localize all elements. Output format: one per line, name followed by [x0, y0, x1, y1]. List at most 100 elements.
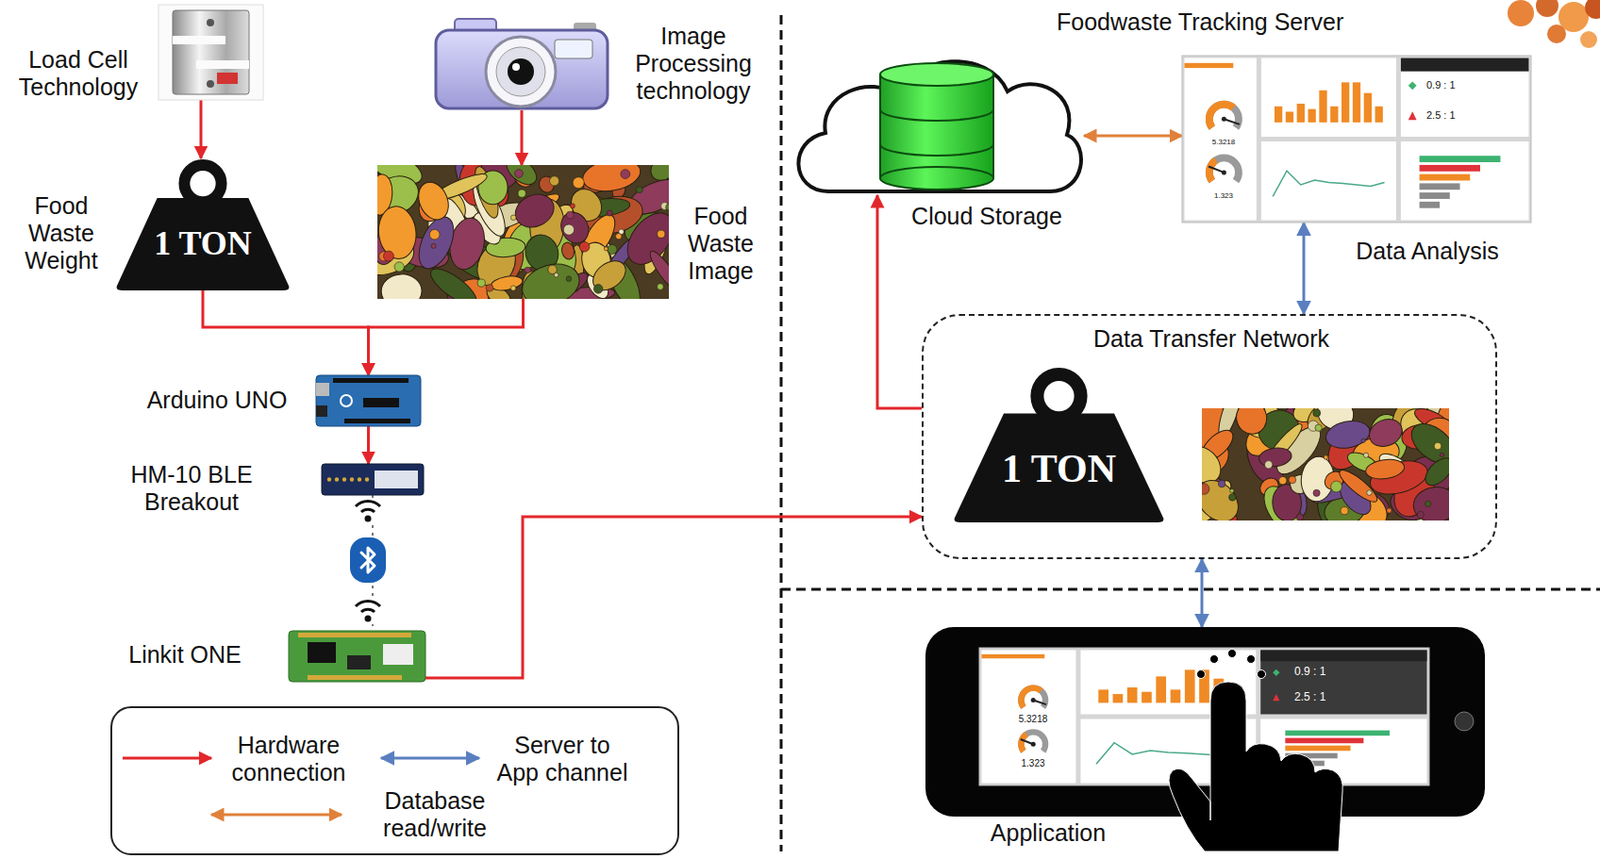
ratio-diamond	[1272, 669, 1280, 677]
gauge	[1017, 684, 1049, 710]
pin-header	[344, 418, 411, 424]
pin-pad	[334, 477, 339, 482]
food-seed	[1323, 455, 1328, 460]
legend-box: Hardware connectionServer to App channel…	[110, 706, 680, 856]
arduino-picture	[316, 375, 421, 427]
food-seed	[477, 279, 485, 287]
bar	[1307, 109, 1316, 123]
food-seed	[635, 186, 643, 194]
food-scrap	[646, 248, 669, 297]
food-seed	[593, 284, 603, 295]
load-cell-hole	[206, 18, 215, 27]
chip	[363, 398, 400, 408]
logo-dots	[1507, 0, 1600, 49]
connector-arrow	[202, 290, 369, 376]
panel-header	[1184, 63, 1234, 68]
hand	[1168, 682, 1343, 852]
food-seed	[550, 176, 560, 186]
food-seed	[1217, 480, 1226, 488]
connector	[383, 644, 414, 666]
bar	[1375, 106, 1384, 123]
food-scrap	[510, 188, 560, 234]
gauge-hub	[1031, 698, 1036, 703]
food-seed	[620, 169, 631, 180]
food-seed	[1361, 438, 1366, 443]
food-seed	[510, 215, 517, 221]
food-waste-photo	[377, 165, 669, 300]
bar	[1274, 106, 1283, 123]
bar	[1419, 155, 1501, 163]
legend-text: Hardware connection	[217, 732, 360, 787]
food-scrap	[1364, 457, 1406, 483]
tablet-body	[925, 627, 1485, 817]
load-cell-hole	[206, 80, 215, 88]
camera-picture	[433, 15, 610, 111]
connector-arrow	[368, 299, 524, 376]
camera-body	[435, 30, 608, 109]
ratio-diamond	[1408, 81, 1417, 90]
usb-port	[316, 383, 330, 397]
food-seed	[603, 247, 608, 251]
food-seed	[1279, 476, 1287, 484]
node-label: Linkit ONE	[104, 641, 266, 669]
food-seed	[524, 266, 531, 273]
weight-icon: Food Waste Weight1 TON	[115, 158, 291, 291]
food-seed	[1201, 483, 1210, 496]
node-label: Arduino UNO	[127, 386, 307, 415]
database-band	[880, 144, 994, 156]
linkit-picture	[288, 631, 426, 683]
ble-module: HM-10 BLE Breakout	[321, 464, 424, 496]
bar	[1419, 201, 1440, 209]
food-seed	[1416, 511, 1424, 518]
bar	[1318, 90, 1327, 123]
dashboard-panel	[1400, 58, 1530, 138]
connector-arrow	[200, 100, 203, 159]
bar	[1141, 692, 1152, 704]
bar	[1284, 746, 1350, 752]
touch-dot	[1257, 670, 1267, 680]
food-scrap	[555, 207, 594, 249]
food-seed	[657, 283, 665, 291]
ratio-triangle	[1408, 111, 1417, 120]
dashboard-panel	[1400, 141, 1530, 221]
node-label: Cloud Storage	[887, 202, 1086, 231]
food-scrap	[377, 204, 419, 262]
dashboard-value: 0.9 : 1	[1294, 666, 1326, 680]
bar	[1297, 103, 1305, 123]
pin-header	[333, 378, 409, 384]
panel-header	[1260, 650, 1427, 663]
region-title: Foodwaste Tracking Server	[1056, 8, 1344, 36]
node-title: 1 TON	[952, 446, 1166, 492]
photo-ground	[158, 4, 264, 100]
bar	[1419, 165, 1481, 172]
food-seed	[515, 169, 524, 179]
legend-line-sample	[381, 757, 480, 761]
dashboard-value: 1.323	[1009, 758, 1057, 770]
bluetooth-icon	[350, 537, 386, 584]
ble-board	[321, 464, 424, 496]
touch-dot	[1228, 650, 1237, 659]
food-seed	[1340, 507, 1349, 516]
food-scrap	[516, 257, 584, 300]
load-cell-photo: Load Cell Technology	[158, 4, 264, 100]
pin-pad	[357, 477, 362, 482]
load-cell-slot	[172, 35, 226, 45]
food-scrap	[381, 273, 423, 300]
network-group: Data Transfer Network1 TON	[921, 314, 1498, 560]
food-seed	[657, 230, 666, 238]
bar	[1170, 689, 1182, 703]
cloud-outline	[798, 61, 1082, 192]
food-picture	[377, 165, 669, 300]
bar	[1285, 111, 1294, 122]
food-seed	[1331, 481, 1343, 493]
connector-arrow	[425, 516, 922, 679]
connector-arrow	[1200, 559, 1204, 628]
loadcell-picture	[158, 4, 264, 100]
linkit-board: Linkit ONE	[288, 631, 426, 683]
food-scrap	[1323, 416, 1373, 452]
food-seed	[572, 177, 584, 189]
food-scrap	[413, 177, 454, 225]
bar	[1419, 192, 1450, 200]
food-seed	[1425, 500, 1432, 507]
bar	[1127, 687, 1138, 703]
